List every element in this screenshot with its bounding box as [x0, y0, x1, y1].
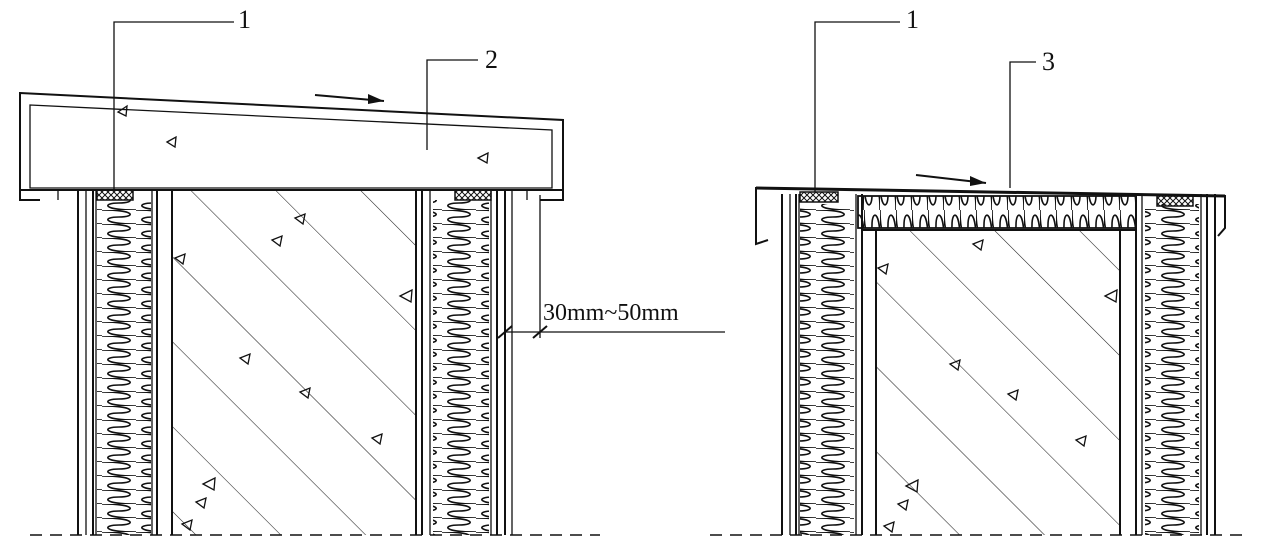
- left-callout-1-label: 1: [238, 5, 251, 34]
- left-callout-1: 1: [113, 5, 251, 190]
- left-coping-cap: [19, 91, 564, 201]
- dimension-label: 30mm~50mm: [543, 300, 679, 326]
- right-callout-3-label: 3: [1042, 47, 1055, 76]
- left-dimension: 30mm~50mm: [497, 195, 725, 339]
- left-callout-2-label: 2: [485, 45, 498, 74]
- right-wall-insulation-a: [781, 191, 863, 535]
- right-callout-3: 3: [1009, 47, 1055, 188]
- left-callout-2: 2: [426, 45, 498, 150]
- right-detail: 1 3: [710, 5, 1248, 536]
- right-concrete-wall: [862, 229, 1136, 535]
- left-wall-insulation-b: [421, 189, 513, 535]
- right-wall-insulation-b: [1135, 194, 1216, 535]
- left-wall-insulation-a: [77, 189, 158, 535]
- right-callout-1: 1: [814, 5, 919, 192]
- right-top-insulation: [857, 195, 1137, 229]
- right-metal-flashing: [755, 186, 1226, 246]
- right-slope-arrow: [915, 174, 987, 186]
- left-slope-arrow: [314, 94, 385, 104]
- right-callout-1-label: 1: [906, 5, 919, 34]
- left-concrete-wall: [171, 190, 417, 535]
- left-detail: 1 2 30mm~50mm: [19, 5, 725, 536]
